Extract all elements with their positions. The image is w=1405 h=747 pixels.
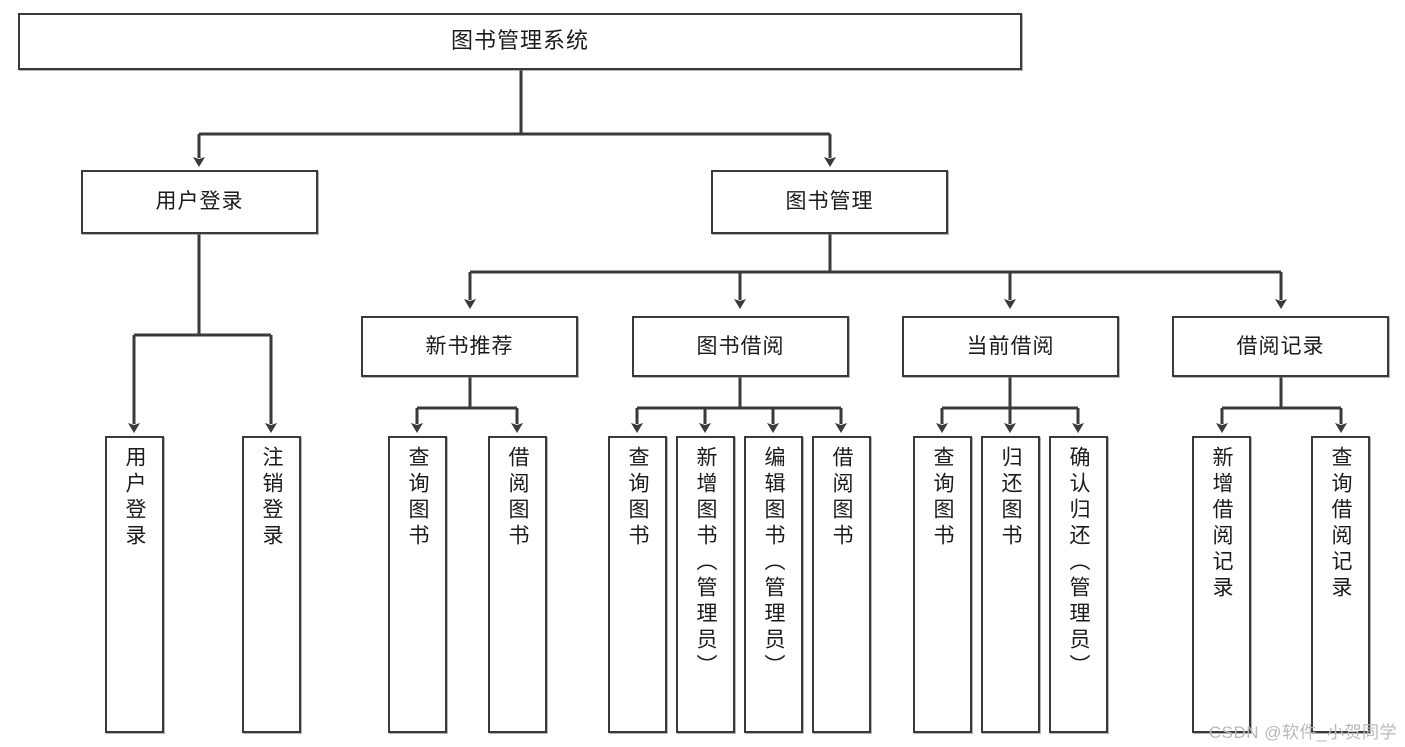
node-label: 新书推荐 <box>425 334 514 358</box>
leaf-current-return-book[interactable]: 归还图书 <box>981 436 1040 733</box>
leaf-recommend-borrow-book[interactable]: 借阅图书 <box>488 436 547 733</box>
node-label: 查询图书 <box>626 446 649 550</box>
node-label: 注销登录 <box>260 446 283 550</box>
leaf-borrow-edit-book[interactable]: 编辑图书（管理员） <box>744 436 803 733</box>
node-label: 借阅图书 <box>830 446 853 550</box>
node-label: 用户登录 <box>123 446 146 550</box>
node-label: 新增图书（管理员） <box>694 446 717 680</box>
node-label: 查询借阅记录 <box>1329 446 1352 602</box>
leaf-current-query-book[interactable]: 查询图书 <box>913 436 972 733</box>
node-label: 图书管理系统 <box>450 28 589 54</box>
node-current-borrow[interactable]: 当前借阅 <box>902 316 1119 377</box>
node-label: 当前借阅 <box>966 334 1055 358</box>
leaf-borrow-add-book[interactable]: 新增图书（管理员） <box>676 436 735 733</box>
leaf-record-query-record[interactable]: 查询借阅记录 <box>1311 436 1370 733</box>
node-label: 查询图书 <box>406 446 429 550</box>
node-label: 确认归还（管理员） <box>1067 446 1090 680</box>
leaf-borrow-borrow-book[interactable]: 借阅图书 <box>812 436 871 733</box>
leaf-user-login-login[interactable]: 用户登录 <box>105 436 164 733</box>
leaf-current-confirm-return[interactable]: 确认归还（管理员） <box>1049 436 1108 733</box>
node-label: 借阅图书 <box>506 446 529 550</box>
leaf-user-login-logout[interactable]: 注销登录 <box>242 436 301 733</box>
node-root-system[interactable]: 图书管理系统 <box>18 13 1022 70</box>
leaf-borrow-query-book[interactable]: 查询图书 <box>608 436 667 733</box>
node-book-borrow[interactable]: 图书借阅 <box>632 316 849 377</box>
leaf-recommend-query-book[interactable]: 查询图书 <box>388 436 447 733</box>
node-user-login[interactable]: 用户登录 <box>81 170 318 234</box>
node-new-book-recommend[interactable]: 新书推荐 <box>361 316 578 377</box>
node-label: 编辑图书（管理员） <box>762 446 785 680</box>
node-borrow-record[interactable]: 借阅记录 <box>1172 316 1389 377</box>
leaf-record-add-record[interactable]: 新增借阅记录 <box>1192 436 1251 733</box>
watermark: CSDN @软件_小贺同学 <box>1208 723 1397 742</box>
node-label: 归还图书 <box>999 446 1022 550</box>
node-label: 图书管理 <box>785 190 874 214</box>
node-label: 借阅记录 <box>1236 334 1325 358</box>
node-label: 图书借阅 <box>696 334 785 358</box>
node-book-management[interactable]: 图书管理 <box>711 170 948 234</box>
node-label: 新增借阅记录 <box>1210 446 1233 602</box>
node-label: 查询图书 <box>931 446 954 550</box>
node-label: 用户登录 <box>155 190 244 214</box>
